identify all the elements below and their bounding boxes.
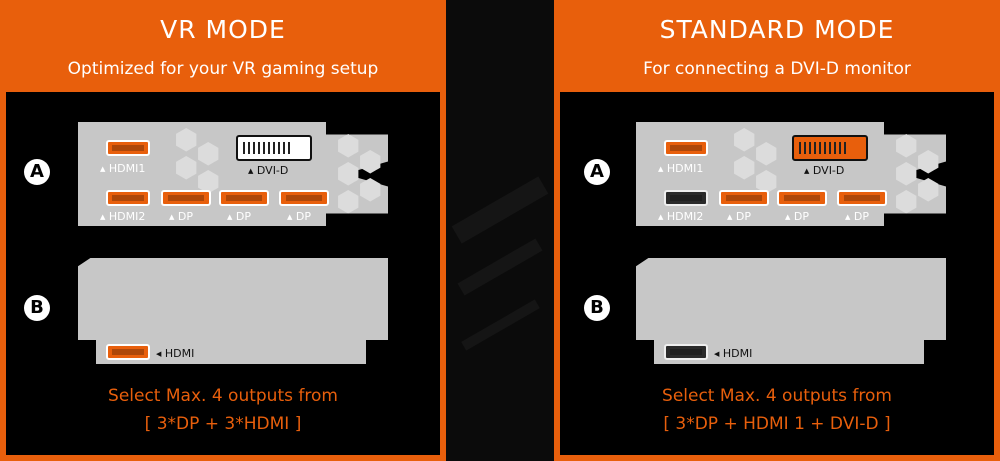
center-decoration xyxy=(457,238,543,296)
hex-pattern-icon: ⬢⬢ xyxy=(358,145,383,206)
dp-port xyxy=(219,190,269,206)
dp-label: ▲ DP xyxy=(169,210,193,223)
vr-mode-panel: VR MODE Optimized for your VR gaming set… xyxy=(0,0,446,461)
dp-port xyxy=(777,190,827,206)
arrow-up-icon: ▲ xyxy=(169,213,175,221)
center-decoration xyxy=(461,299,540,351)
panel-subtitle: For connecting a DVI-D monitor xyxy=(643,59,911,79)
dp-port xyxy=(719,190,769,206)
arrow-up-icon: ▲ xyxy=(248,167,254,175)
dp-label: ▲ DP xyxy=(287,210,311,223)
io-bracket-a xyxy=(78,122,388,226)
graphics-card-b xyxy=(78,258,388,340)
dvi-d-label: ▲ DVI-D xyxy=(804,164,845,177)
hdmi1-label: ▲ HDMI1 xyxy=(658,162,704,175)
hex-pattern-icon: ⬢⬢ xyxy=(196,137,221,198)
hex-pattern-icon: ⬢⬢ xyxy=(916,145,941,206)
badge-b: B xyxy=(24,295,50,321)
dvi-d-port xyxy=(236,135,312,161)
footer-line-1: Select Max. 4 outputs from xyxy=(662,386,892,406)
standard-mode-panel: STANDARD MODE For connecting a DVI-D mon… xyxy=(554,0,1000,461)
hdmi-port-b xyxy=(664,344,708,360)
io-bracket-a xyxy=(636,122,946,226)
arrow-up-icon: ▲ xyxy=(727,213,733,221)
arrow-left-icon: ◀ xyxy=(156,350,162,358)
dp-port xyxy=(161,190,211,206)
dp-port xyxy=(837,190,887,206)
center-decoration xyxy=(451,176,549,244)
hex-pattern-icon: ⬢⬢⬢ xyxy=(894,129,919,218)
arrow-up-icon: ▲ xyxy=(658,213,664,221)
dp-label: ▲ DP xyxy=(845,210,869,223)
panel-title: STANDARD MODE xyxy=(659,15,895,44)
hdmi-b-label: ◀ HDMI xyxy=(714,347,753,360)
arrow-up-icon: ▲ xyxy=(804,167,810,175)
hex-pattern-icon: ⬢⬢ xyxy=(174,123,199,184)
dp-label: ▲ DP xyxy=(727,210,751,223)
hex-pattern-icon: ⬢⬢ xyxy=(732,123,757,184)
graphics-card-b xyxy=(636,258,946,340)
panel-title: VR MODE xyxy=(160,15,286,44)
dvi-d-label: ▲ DVI-D xyxy=(248,164,289,177)
hdmi2-port xyxy=(106,190,150,206)
hdmi2-port xyxy=(664,190,708,206)
hdmi1-port xyxy=(106,140,150,156)
footer-line-2: [ 3*DP + 3*HDMI ] xyxy=(144,414,302,434)
badge-a: A xyxy=(584,159,610,185)
arrow-up-icon: ▲ xyxy=(227,213,233,221)
arrow-up-icon: ▲ xyxy=(845,213,851,221)
panel-content: A ⬢⬢ ⬢⬢ ⬢⬢⬢ ⬢⬢ ▲ HDMI1 ▲ DVI-D ▲ HDMI2 ▲… xyxy=(560,92,994,455)
hdmi1-label: ▲ HDMI1 xyxy=(100,162,146,175)
hdmi2-label: ▲ HDMI2 xyxy=(100,210,146,223)
arrow-up-icon: ▲ xyxy=(100,165,106,173)
arrow-up-icon: ▲ xyxy=(785,213,791,221)
hdmi-b-label: ◀ HDMI xyxy=(156,347,195,360)
arrow-left-icon: ◀ xyxy=(714,350,720,358)
hdmi1-port xyxy=(664,140,708,156)
footer-line-2: [ 3*DP + HDMI 1 + DVI-D ] xyxy=(663,414,891,434)
arrow-up-icon: ▲ xyxy=(658,165,664,173)
badge-a: A xyxy=(24,159,50,185)
hdmi-port-b xyxy=(106,344,150,360)
panel-content: A ⬢⬢ ⬢⬢ ⬢⬢⬢ ⬢⬢ ▲ HDMI1 ▲ DVI-D ▲ HDMI2 ▲… xyxy=(6,92,440,455)
dp-label: ▲ DP xyxy=(785,210,809,223)
dvi-d-port xyxy=(792,135,868,161)
dp-label: ▲ DP xyxy=(227,210,251,223)
hex-pattern-icon: ⬢⬢ xyxy=(754,137,779,198)
footer-line-1: Select Max. 4 outputs from xyxy=(108,386,338,406)
arrow-up-icon: ▲ xyxy=(100,213,106,221)
panel-subtitle: Optimized for your VR gaming setup xyxy=(67,59,379,79)
dp-port xyxy=(279,190,329,206)
hex-pattern-icon: ⬢⬢⬢ xyxy=(336,129,361,218)
arrow-up-icon: ▲ xyxy=(287,213,293,221)
badge-b: B xyxy=(584,295,610,321)
hdmi2-label: ▲ HDMI2 xyxy=(658,210,704,223)
